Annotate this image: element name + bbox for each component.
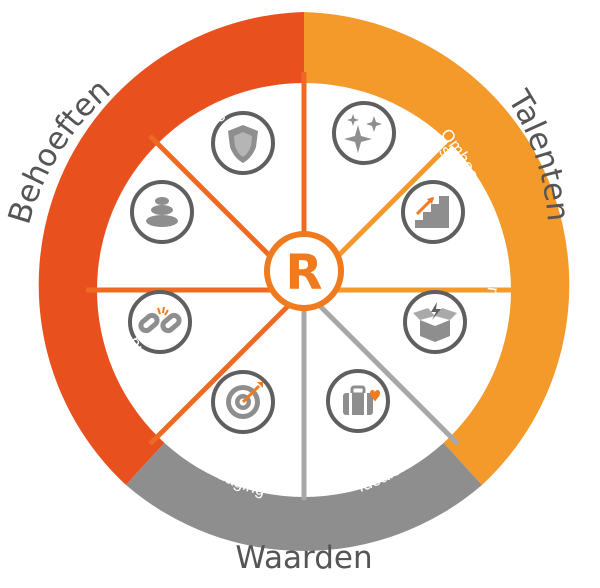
suitcase-heart-icon xyxy=(326,369,390,433)
spoke-bottom-right xyxy=(302,288,460,446)
logo-circle xyxy=(264,231,344,311)
stacked-stones-icon xyxy=(130,180,194,244)
broken-chain-icon xyxy=(128,290,192,354)
target-arrow-icon xyxy=(211,370,275,434)
group-label-waarden: Waarden xyxy=(235,540,372,576)
shield-icon xyxy=(211,111,275,175)
logo-letter: R xyxy=(286,245,323,301)
open-box-lightning-icon xyxy=(403,290,467,354)
stairs-arrow-icon xyxy=(401,180,465,244)
sparkles-icon xyxy=(332,101,396,165)
spoke-bottom-left xyxy=(148,288,306,446)
